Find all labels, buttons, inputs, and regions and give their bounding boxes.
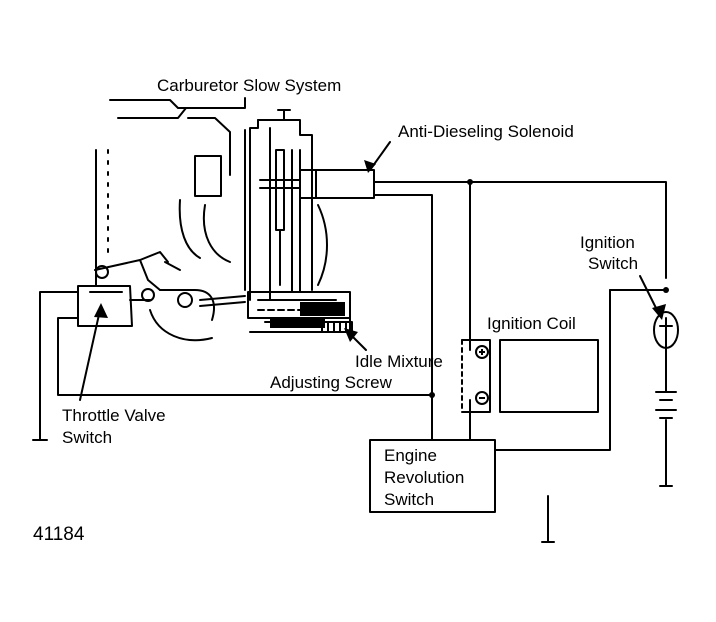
throttle-body-dark-detail: [270, 318, 325, 328]
engine-switch-label-line2: Revolution: [384, 468, 465, 487]
carburetor-dark-detail: [300, 302, 345, 316]
carburetor-body: [95, 97, 353, 333]
throttle-switch-label-line2: Switch: [62, 428, 113, 447]
junction-dot: [663, 287, 669, 293]
idle-mixture-label-line1: Idle Mixture: [355, 352, 443, 371]
battery: [655, 391, 677, 419]
coil-terminals: [475, 345, 489, 405]
ground-symbols: [32, 439, 673, 543]
engine-switch-label-line3: Switch: [384, 490, 435, 509]
ignition-switch-label-line2: Switch: [588, 254, 639, 273]
throttle-valve-switch-body: [77, 285, 151, 327]
solenoid-label: Anti-Dieseling Solenoid: [398, 122, 574, 141]
throttle-arrowhead: [94, 303, 108, 318]
junction-dot: [467, 179, 473, 185]
ignition-switch: [653, 311, 679, 349]
ignition-coil-label: Ignition Coil: [487, 314, 576, 333]
idle-mixture-label-line2: Adjusting Screw: [270, 373, 392, 392]
junction-dot: [429, 392, 435, 398]
solenoid-arrowhead: [364, 160, 376, 173]
carburetor-label: Carburetor Slow System: [157, 76, 342, 95]
wiring: [39, 181, 667, 543]
anti-dieseling-solenoid: [259, 169, 375, 199]
figure-number: 41184: [33, 524, 85, 545]
engine-switch-label-line1: Engine: [384, 446, 437, 465]
idle-mixture-arrowhead: [344, 328, 358, 342]
throttle-switch-label-line1: Throttle Valve: [62, 406, 166, 425]
engine-revolution-switch-box: [369, 439, 496, 513]
ignition-coil: [461, 339, 599, 413]
ignition-arrowhead: [652, 304, 666, 320]
ignition-switch-label-line1: Ignition: [580, 233, 635, 252]
